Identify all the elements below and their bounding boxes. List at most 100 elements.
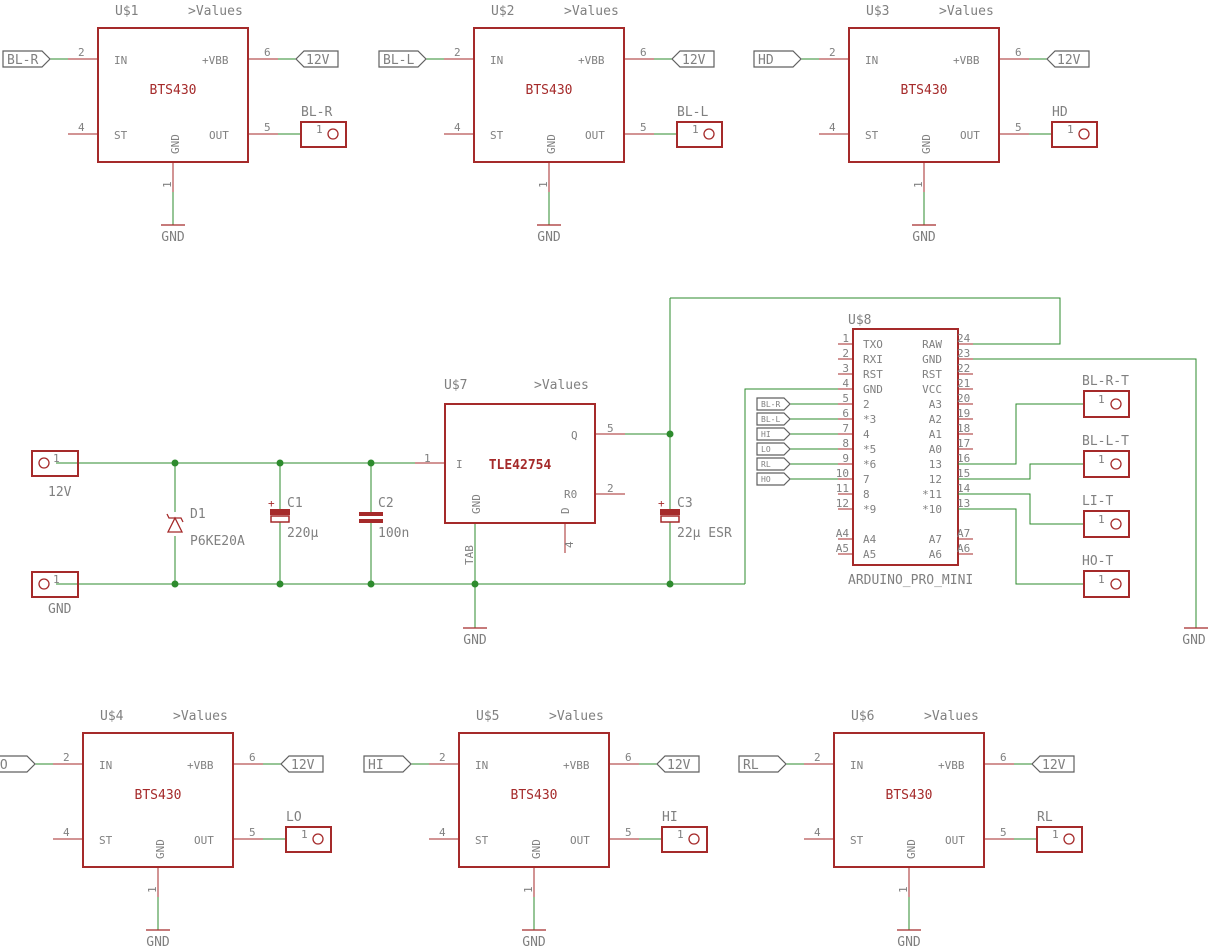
connector-label: 12V bbox=[48, 485, 72, 500]
output-connector[interactable]: 1BL-L bbox=[676, 105, 723, 148]
component-value: 220µ bbox=[287, 526, 318, 541]
pin-label: GND bbox=[920, 134, 933, 154]
pin-label: *5 bbox=[863, 443, 876, 456]
component-value: 22µ ESR bbox=[677, 526, 732, 541]
pin-label: +VBB bbox=[578, 54, 605, 67]
pin-label: GND bbox=[169, 134, 182, 154]
pin-number: 2 bbox=[454, 46, 461, 59]
net-label[interactable]: 12V bbox=[656, 755, 700, 773]
pin-number: 5 bbox=[640, 121, 647, 134]
net-label-text: 12V bbox=[291, 758, 315, 773]
pin-number: 12 bbox=[836, 497, 849, 510]
test-point-li-t[interactable]: 1LI-T bbox=[1082, 494, 1130, 538]
net-label[interactable]: RL bbox=[738, 755, 787, 773]
net-label[interactable]: 12V bbox=[1031, 755, 1075, 773]
net-label[interactable]: HO bbox=[756, 472, 791, 486]
pin-number: 1 bbox=[1067, 123, 1074, 136]
test-point-bl-r-t[interactable]: 1BL-R-T bbox=[1082, 374, 1130, 418]
pin-number: 2 bbox=[842, 347, 849, 360]
pin-label: D bbox=[559, 507, 572, 514]
output-connector[interactable]: 1RL bbox=[1036, 810, 1083, 853]
net-label[interactable]: 12V bbox=[671, 50, 715, 68]
pin-number: 4 bbox=[439, 826, 446, 839]
net-label[interactable]: HI bbox=[363, 755, 412, 773]
net-label[interactable]: RL bbox=[756, 457, 791, 471]
pin-label: IN bbox=[865, 54, 878, 67]
pin-number: 7 bbox=[842, 422, 849, 435]
capacitor-c1[interactable]: + C1 220µ bbox=[268, 496, 318, 541]
capacitor-c2[interactable]: C2 100n bbox=[359, 496, 409, 541]
pin-number: A6 bbox=[957, 542, 970, 555]
output-connector[interactable]: 1BL-R bbox=[300, 105, 347, 148]
values-placeholder: >Values bbox=[924, 709, 979, 724]
component-name: U$7 bbox=[444, 378, 467, 393]
net-label[interactable]: HI bbox=[756, 427, 791, 441]
wire-arduino-gnd23 bbox=[958, 358, 1197, 628]
pin-label: +VBB bbox=[953, 54, 980, 67]
pin-label: GND bbox=[922, 353, 942, 366]
net-label[interactable]: LO bbox=[756, 442, 791, 456]
driver-u4[interactable]: U$4>ValuesBTS430IN+VBBSTOUTGND26451LO12V… bbox=[0, 709, 332, 949]
net-label[interactable]: 12V bbox=[1046, 50, 1090, 68]
wire-gnd-to-arduino bbox=[744, 388, 838, 584]
net-label[interactable]: HD bbox=[753, 50, 802, 68]
output-connector[interactable]: 1HD bbox=[1051, 105, 1098, 148]
diode-d1[interactable]: D1 P6KE20A bbox=[166, 507, 245, 549]
net-label[interactable]: 12V bbox=[295, 50, 339, 68]
part-number: BTS430 bbox=[511, 788, 558, 803]
test-point-ho-t[interactable]: 1HO-T bbox=[1082, 554, 1130, 598]
pin-number: 6 bbox=[1000, 751, 1007, 764]
net-label[interactable]: BL-R bbox=[756, 397, 791, 411]
net-label-text: RL bbox=[761, 460, 771, 469]
regulator-u7[interactable]: U$7 >Values TLE42754 I Q R0 1 5 2 GND D … bbox=[415, 378, 625, 565]
power-section: 1 12V 1 GND D1 P6KE20A + C1 220µ bbox=[31, 297, 1208, 648]
svg-text:+: + bbox=[658, 497, 665, 510]
net-label[interactable]: BL-R bbox=[2, 50, 51, 68]
pin-label: 8 bbox=[863, 488, 870, 501]
gnd-label: GND bbox=[522, 935, 546, 949]
power-connector-gnd[interactable]: 1 GND bbox=[31, 571, 79, 617]
pin-number: 15 bbox=[957, 467, 970, 480]
pin-number: 5 bbox=[249, 826, 256, 839]
net-label-text: 12V bbox=[306, 53, 330, 68]
test-point-bl-l-t[interactable]: 1BL-L-T bbox=[1082, 434, 1130, 478]
values-placeholder: >Values bbox=[173, 709, 228, 724]
pin-label: TXO bbox=[863, 338, 883, 351]
capacitor-c3[interactable]: + C3 22µ ESR bbox=[658, 496, 732, 541]
output-connector[interactable]: 1LO bbox=[285, 810, 332, 853]
pin-number: 23 bbox=[957, 347, 970, 360]
power-connector-12v[interactable]: 1 12V bbox=[31, 450, 79, 500]
pin-label: OUT bbox=[945, 834, 965, 847]
test-point-label: HO-T bbox=[1082, 554, 1113, 569]
net-label[interactable]: 12V bbox=[280, 755, 324, 773]
pin-number: 8 bbox=[842, 437, 849, 450]
wire-tp-ho bbox=[958, 508, 1084, 585]
test-point-label: BL-R-T bbox=[1082, 374, 1129, 389]
pin-number: 4 bbox=[63, 826, 70, 839]
pin-label: I bbox=[456, 458, 463, 471]
pin-number: 5 bbox=[625, 826, 632, 839]
pin-number: 1 bbox=[146, 886, 159, 893]
junction bbox=[171, 459, 179, 467]
svg-text:+: + bbox=[268, 497, 275, 510]
connector-label: BL-R bbox=[301, 105, 332, 120]
net-label[interactable]: LO bbox=[0, 755, 36, 773]
net-label[interactable]: BL-L bbox=[378, 50, 427, 68]
output-connector[interactable]: 1HI bbox=[661, 810, 708, 853]
pin-number: 1 bbox=[424, 452, 431, 465]
pin-label: ST bbox=[114, 129, 128, 142]
pin-label: ST bbox=[850, 834, 864, 847]
pin-number: 2 bbox=[78, 46, 85, 59]
gnd-label: GND bbox=[897, 935, 921, 949]
pin-number: 2 bbox=[607, 482, 614, 495]
net-label-text: HI bbox=[368, 758, 384, 773]
connector-label: RL bbox=[1037, 810, 1053, 825]
net-label[interactable]: BL-L bbox=[756, 412, 791, 426]
